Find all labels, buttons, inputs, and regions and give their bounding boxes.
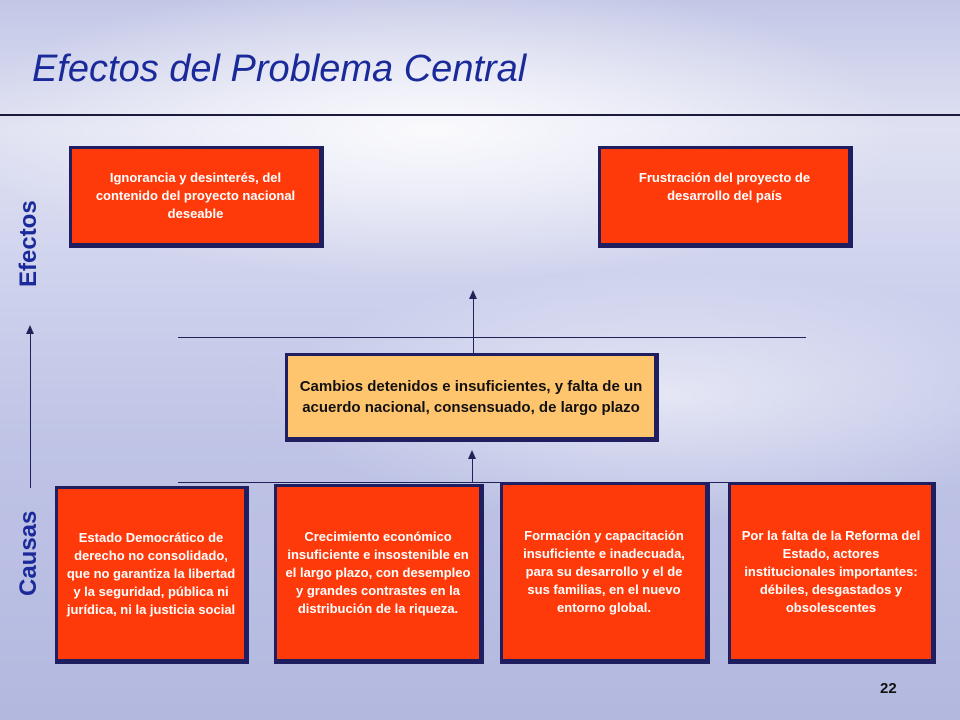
axis-arrow-head-icon <box>26 325 34 334</box>
effect-box-1: Ignorancia y desinterés, del contenido d… <box>69 146 324 248</box>
effect-box-2-text: Frustración del proyecto de desarrollo d… <box>638 170 811 203</box>
cause-box-4: Por la falta de la Reforma del Estado, a… <box>728 482 936 664</box>
upper-arrow-line <box>473 298 474 354</box>
cause-box-4-text: Por la falta de la Reforma del Estado, a… <box>741 528 921 615</box>
cause-box-2: Crecimiento económico insuficiente e ins… <box>274 484 484 664</box>
lower-arrow-line <box>472 458 473 482</box>
cause-box-3-text: Formación y capacitación insuficiente e … <box>523 528 685 615</box>
central-problem-text: Cambios detenidos e insuficientes, y fal… <box>299 377 643 416</box>
cause-box-3: Formación y capacitación insuficiente e … <box>500 482 710 664</box>
lower-arrow-head-icon <box>468 450 476 459</box>
upper-arrow-head-icon <box>469 290 477 299</box>
effect-box-1-text: Ignorancia y desinterés, del contenido d… <box>95 170 296 221</box>
axis-arrow-line <box>30 332 31 488</box>
cause-box-1-text: Estado Democrático de derecho no consoli… <box>66 530 236 617</box>
effect-box-2: Frustración del proyecto de desarrollo d… <box>598 146 853 248</box>
lower-connector-line <box>178 482 806 483</box>
slide-title: Efectos del Problema Central <box>32 48 527 90</box>
central-problem-box: Cambios detenidos e insuficientes, y fal… <box>285 353 659 442</box>
page-number: 22 <box>880 680 897 697</box>
cause-box-1: Estado Democrático de derecho no consoli… <box>55 486 249 664</box>
effects-axis-label: Efectos <box>15 200 42 287</box>
cause-box-2-text: Crecimiento económico insuficiente e ins… <box>285 529 471 616</box>
upper-connector-line <box>178 337 806 338</box>
causes-axis-label: Causas <box>15 510 42 596</box>
title-divider <box>0 114 960 116</box>
